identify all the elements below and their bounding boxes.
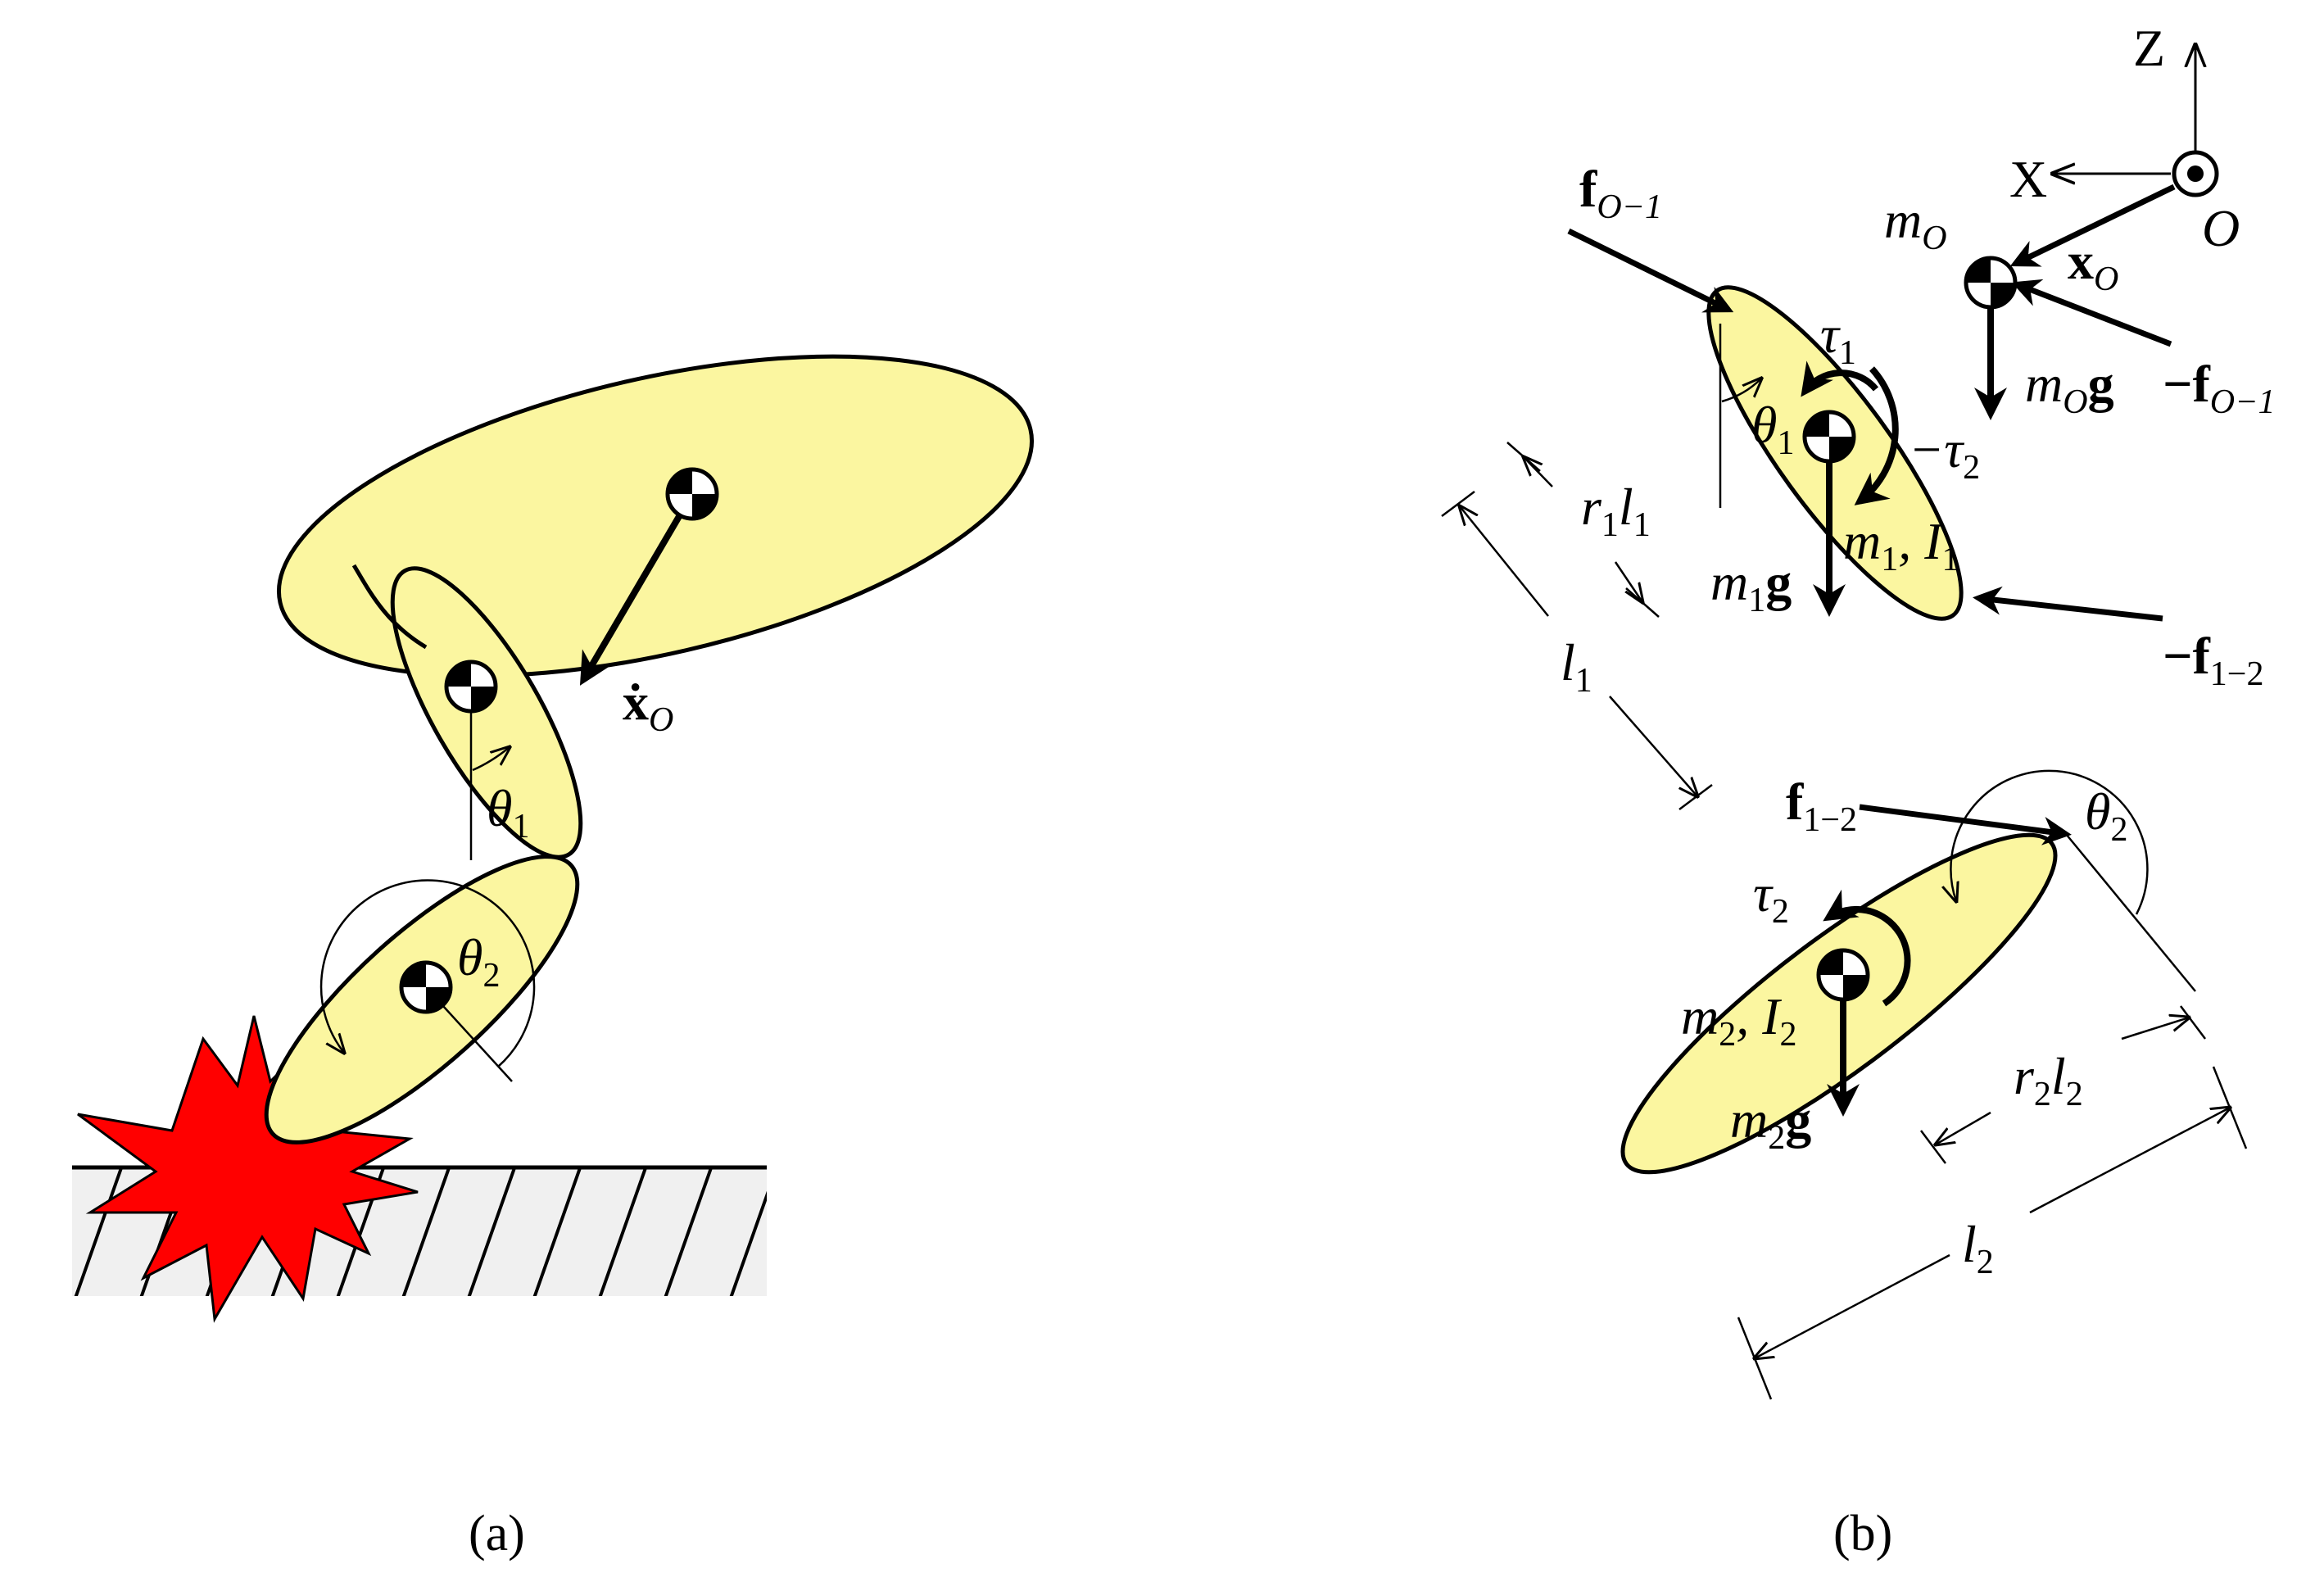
body-link-a	[276, 354, 1035, 678]
tau2-arrow	[1823, 889, 1911, 1007]
origin-label: O	[2202, 199, 2240, 257]
r2l2-label: r2l2	[2014, 1047, 2083, 1113]
z-axis-label: Z	[2133, 19, 2165, 77]
neg-f-o1-arrow	[2011, 279, 2172, 347]
mo-g-label: mOg	[2025, 355, 2114, 421]
out-of-page-axis-icon	[2172, 150, 2219, 197]
m-o-label: mO	[1884, 191, 1947, 257]
center-of-mass-icon	[1805, 412, 1854, 461]
l1-label: l1	[1561, 633, 1592, 700]
theta2-arc-a	[319, 879, 536, 1067]
panel-b: Z X O mO xO mOg −fO−1 fO−1 τ1 θ1 −τ2 m1,…	[1441, 19, 2275, 1562]
velocity-arrow	[579, 492, 695, 686]
velocity-label: ẋO	[623, 673, 673, 739]
center-of-mass-icon	[668, 469, 717, 519]
dimension-r1l1	[1506, 442, 1660, 618]
link2-axis-b	[2065, 833, 2196, 992]
caption-b: (b)	[1833, 1506, 1892, 1562]
link2-b	[1620, 832, 2058, 1175]
theta1-label-a: θ1	[487, 779, 529, 845]
x-o-label: xO	[2068, 232, 2118, 298]
neg-tau2-arrow	[1854, 366, 1899, 505]
f-o1-label: fO−1	[1579, 160, 1662, 226]
tau1-label: τ1	[1820, 306, 1856, 372]
caption-a: (a)	[469, 1506, 525, 1562]
dimension-l1	[1441, 491, 1713, 810]
dimension-l2	[1737, 1066, 2248, 1400]
m1-g-label: m1g	[1710, 553, 1792, 619]
tau1-arrow	[1801, 360, 1879, 397]
x-axis-label: X	[2009, 150, 2047, 208]
m2-g-label: m2g	[1730, 1090, 1811, 1157]
center-of-mass-icon	[1966, 258, 2015, 307]
neg-f-12-arrow	[1973, 586, 2163, 622]
theta1-arc-a	[472, 747, 510, 772]
neg-f-12-label: −f1−2	[2163, 627, 2263, 693]
dimension-r2l2	[1920, 1005, 2206, 1164]
theta2-label-b: θ2	[2085, 782, 2127, 849]
center-of-mass-icon	[446, 662, 496, 711]
theta2-label-a: θ2	[457, 928, 500, 995]
center-of-mass-icon	[401, 963, 451, 1012]
f-o1-arrow	[1567, 228, 1734, 313]
x-o-arrow	[2009, 184, 2176, 267]
f-12-label: f1−2	[1786, 773, 1857, 839]
panel-a: ẋO θ1 θ2 (a)	[72, 354, 1035, 1562]
m2-i2-label: m2, I2	[1681, 987, 1797, 1054]
center-of-mass-icon	[1819, 950, 1868, 999]
link1-a	[390, 566, 583, 859]
l2-label: l2	[1962, 1215, 1994, 1281]
m1-i1-label: m1, I1	[1843, 512, 1959, 578]
theta2-arc-b	[1950, 769, 2149, 915]
neg-tau2-label: −τ2	[1909, 420, 1980, 487]
tau2-label: τ2	[1753, 864, 1789, 931]
neg-f-o1-label: −fO−1	[2163, 355, 2275, 421]
theta1-label-b: θ1	[1751, 396, 1794, 462]
r1l1-label: r1l1	[1581, 478, 1651, 544]
theta1-arc-b	[1721, 378, 1761, 403]
